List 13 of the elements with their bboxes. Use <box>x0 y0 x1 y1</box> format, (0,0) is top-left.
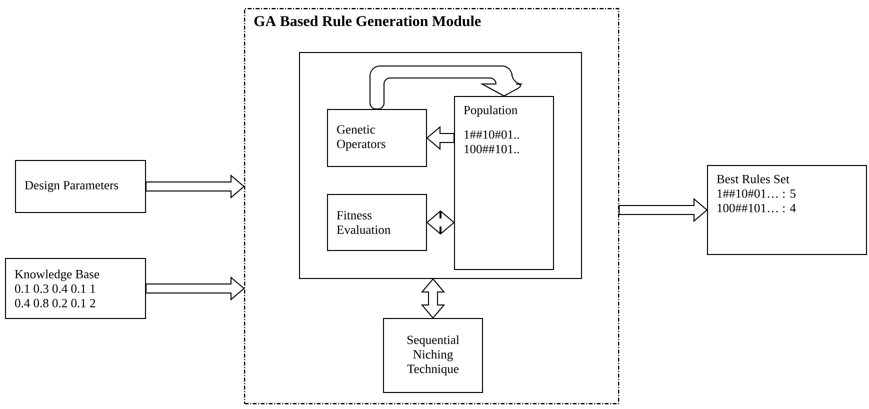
block-arrow <box>426 126 454 150</box>
output-box: Best Rules Set 1##10#01… : 5 100##101… : 4 <box>707 165 867 255</box>
block-arrow <box>370 66 522 110</box>
input-box: Knowledge Base 0.1 0.3 0.4 0.1 1 0.4 0.8 0.2 0.1 2 <box>5 258 146 319</box>
process-box: Sequential Niching Technique <box>383 318 483 393</box>
process-box: Genetic Operators <box>327 109 427 167</box>
block-arrow <box>146 174 245 199</box>
process-box: Fitness Evaluation <box>327 194 427 251</box>
inner-box <box>299 52 582 279</box>
input-box: Design Parameters <box>15 160 146 213</box>
block-arrow <box>618 198 708 222</box>
population-box: Population 1##10#01.. 100##101.. <box>454 96 554 270</box>
block-arrow <box>146 276 245 301</box>
